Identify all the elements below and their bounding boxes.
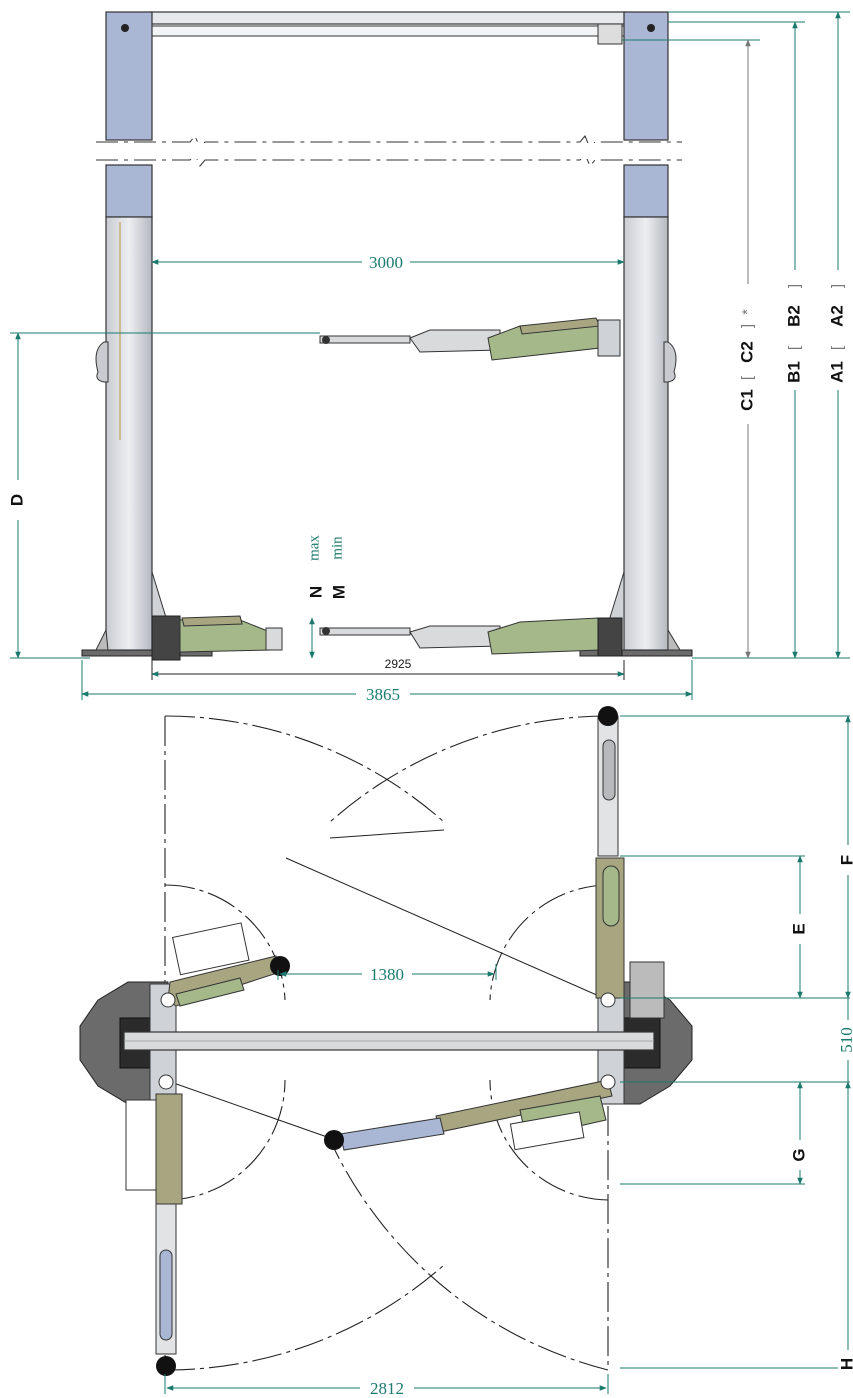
label-f: F xyxy=(837,855,853,865)
label-c2: C2 xyxy=(737,341,756,363)
right-baseplate xyxy=(579,649,693,657)
dim-1380: 1380 xyxy=(370,965,404,984)
front-view: 3000 2925 3865 D N M max min C1 [ C2 ] *… xyxy=(6,11,851,704)
bracket-c-close: ] xyxy=(739,324,756,328)
right-column-body xyxy=(623,216,669,655)
label-g: G xyxy=(789,1148,808,1161)
bracket-c-open: [ xyxy=(739,375,756,380)
bracket-a-close: ] xyxy=(829,284,846,288)
label-m: M xyxy=(329,585,348,599)
lowered-lift-arm-left xyxy=(151,615,283,661)
left-column-top xyxy=(105,11,153,141)
arm-right-upper xyxy=(595,706,665,1019)
label-d: D xyxy=(7,494,26,506)
raised-lift-arm xyxy=(319,317,621,361)
lowered-lift-arm-right xyxy=(319,617,623,657)
dim-2812: 2812 xyxy=(370,1379,404,1398)
label-c1: C1 xyxy=(737,389,756,411)
top-view: 1380 2812 510 E F G H xyxy=(79,706,853,1398)
label-e: E xyxy=(789,923,808,934)
right-column-top xyxy=(623,11,669,141)
left-column-body xyxy=(105,216,153,655)
dim-510: 510 xyxy=(837,1027,853,1053)
label-max: max xyxy=(306,535,322,561)
label-min: min xyxy=(329,536,345,560)
top-crossbeam xyxy=(149,11,627,25)
bracket-a-open: [ xyxy=(829,345,846,350)
label-n: N xyxy=(306,586,325,598)
left-column-mid xyxy=(105,164,153,218)
dim-2925: 2925 xyxy=(385,657,412,671)
label-h: H xyxy=(837,1358,853,1370)
bracket-b-close: ] xyxy=(786,284,803,288)
label-a1: A1 xyxy=(827,361,846,383)
arm-left-upper xyxy=(160,922,290,1008)
arm-left-lower xyxy=(125,1074,183,1376)
label-a2: A2 xyxy=(827,305,846,327)
label-b1: B1 xyxy=(784,361,803,383)
left-baseplate xyxy=(81,649,213,657)
dim-3865: 3865 xyxy=(366,685,400,704)
right-column-mid xyxy=(623,164,669,218)
label-c-note: * xyxy=(739,309,756,315)
arm-right-lower xyxy=(324,1074,616,1151)
label-b2: B2 xyxy=(784,305,803,327)
bracket-b-open: [ xyxy=(786,345,803,350)
dim-3000: 3000 xyxy=(369,253,403,272)
